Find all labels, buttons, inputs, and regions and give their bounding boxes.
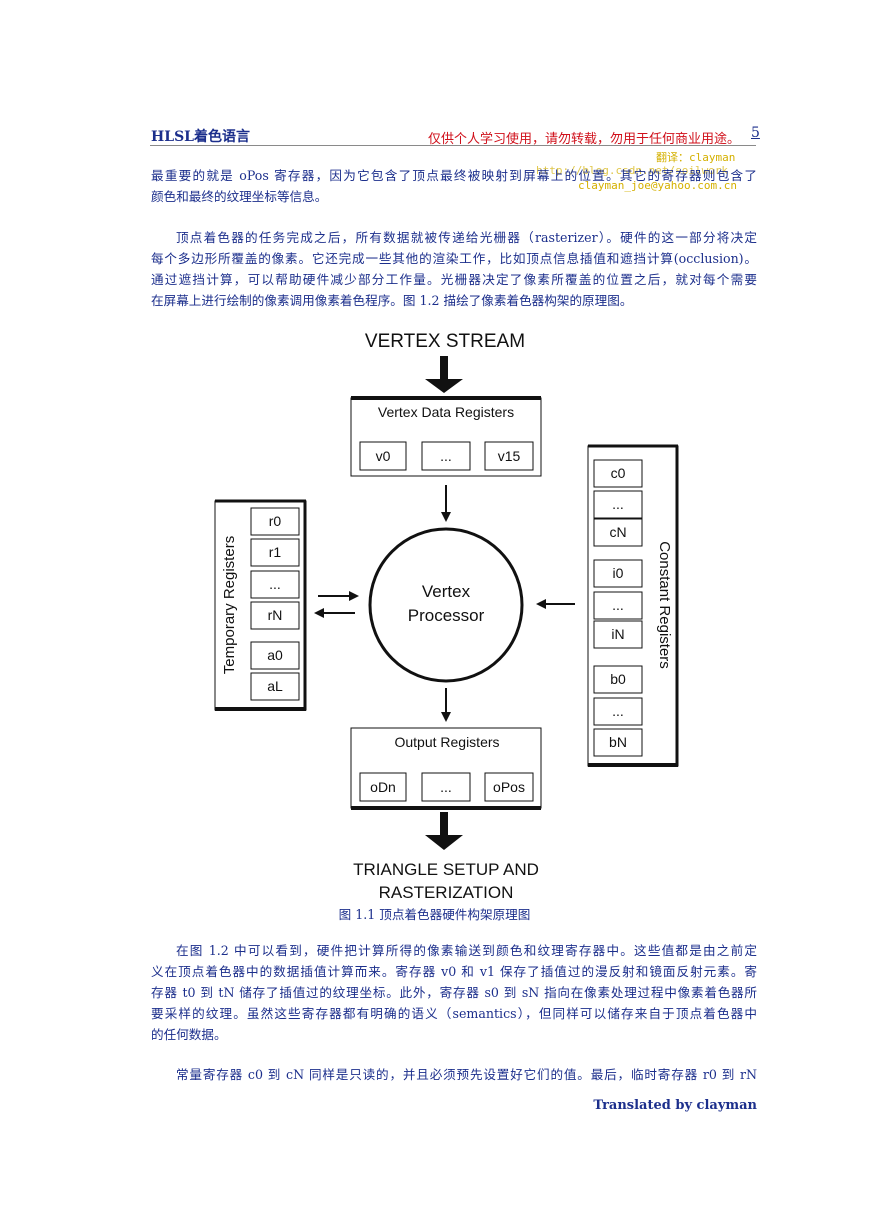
register-cell: cN bbox=[609, 524, 626, 540]
register-cell: v0 bbox=[376, 448, 391, 464]
register-cell: c0 bbox=[611, 465, 626, 481]
register-cell: bN bbox=[609, 734, 627, 750]
register-cell: r0 bbox=[269, 513, 282, 529]
processor-label-line1: Vertex bbox=[422, 582, 471, 601]
paragraph-line: 颜色和最终的纹理坐标等信息。 bbox=[151, 189, 328, 204]
register-cell: ... bbox=[440, 779, 452, 795]
temporary-registers-panel: Temporary Registers r0 r1 ... rN a0 aL bbox=[214, 499, 307, 711]
register-cell: ... bbox=[440, 448, 452, 464]
paragraph-line: 要采样的纹理。虽然这些寄存器都有明确的语义（semantics），但同样可以储存… bbox=[151, 1006, 757, 1021]
vertex-shader-architecture-diagram: VERTEX STREAM Vertex Data Registers v0 .… bbox=[214, 331, 679, 902]
paragraph-4: 常量寄存器 c0 到 cN 同样是只读的，并且必须预先设置好它们的值。最后，临时… bbox=[151, 1064, 757, 1085]
paragraph-line: 在屏幕上进行绘制的像素调用像素着色程序。图 1.2 描绘了像素着色器构架的原理图… bbox=[151, 293, 633, 308]
vertex-data-registers-title: Vertex Data Registers bbox=[378, 404, 514, 420]
document-header-title: HLSL着色语言 bbox=[151, 129, 251, 145]
paragraph-line: 每个多边形所覆盖的像素。它还完成一些其他的渲染工作，比如顶点信息插值和遮挡计算(… bbox=[151, 251, 757, 266]
register-cell: rN bbox=[268, 607, 283, 623]
watermark-translator: 翻译：clayman bbox=[656, 151, 736, 164]
constant-registers-label: Constant Registers bbox=[656, 541, 673, 669]
paragraph-line: 常量寄存器 c0 到 cN 同样是只读的，并且必须预先设置好它们的值。最后，临时… bbox=[176, 1067, 757, 1082]
watermark-blog: http://blog.csdn.net/soilwork bbox=[536, 164, 729, 177]
output-registers-box: Output Registers oDn ... oPos bbox=[350, 727, 542, 810]
rasterization-label: RASTERIZATION bbox=[379, 883, 514, 902]
page-number: 5 bbox=[751, 125, 760, 141]
copyright-notice: 仅供个人学习使用，请勿转载，勿用于任何商业用途。 bbox=[428, 132, 741, 147]
vertex-data-registers-box: Vertex Data Registers v0 ... v15 bbox=[350, 396, 542, 477]
output-registers-title: Output Registers bbox=[394, 734, 499, 750]
register-cell: b0 bbox=[610, 671, 626, 687]
paragraph-line: 的任何数据。 bbox=[151, 1027, 227, 1042]
figure-caption: 图 1.1 顶点着色器硬件构架原理图 bbox=[338, 907, 531, 922]
register-cell: ... bbox=[612, 597, 624, 613]
temporary-registers-label: Temporary Registers bbox=[221, 536, 238, 674]
header-rule bbox=[150, 145, 756, 146]
register-cell: r1 bbox=[269, 544, 282, 560]
paragraph-line: 顶点着色器的任务完成之后，所有数据就被传递给光栅器（rasterizer）。硬件… bbox=[176, 230, 757, 245]
vertex-processor-circle: Vertex Processor bbox=[368, 527, 524, 683]
big-down-arrow bbox=[425, 812, 463, 850]
translator-credit: Translated by clayman bbox=[593, 1098, 757, 1113]
paragraph-line: 通过遮挡计算，可以帮助硬件减少部分工作量。光栅器决定了像素所覆盖的位置之后，就对… bbox=[151, 272, 757, 287]
big-down-arrow bbox=[425, 356, 463, 393]
paragraph-line: 存器 t0 到 tN 储存了插值过的纹理坐标。此外，寄存器 s0 到 sN 指向… bbox=[151, 985, 757, 1000]
register-cell: v15 bbox=[498, 448, 521, 464]
processor-label-line2: Processor bbox=[408, 606, 485, 625]
paragraph-line: 最重要的就是 oPos 寄存器，因为它包含了顶点最终被映射到屏幕上的位置。其它的… bbox=[151, 168, 757, 183]
register-cell: ... bbox=[269, 576, 281, 592]
paragraph-line: 义在顶点着色器中的数据插值计算而来。寄存器 v0 和 v1 保存了插值过的漫反射… bbox=[151, 964, 757, 979]
paragraph-3: 在图 1.2 中可以看到，硬件把计算所得的像素输送到颜色和纹理寄存器中。这些值都… bbox=[151, 940, 757, 1045]
register-cell: i0 bbox=[613, 565, 624, 581]
register-cell: a0 bbox=[267, 647, 283, 663]
paragraph-line: 在图 1.2 中可以看到，硬件把计算所得的像素输送到颜色和纹理寄存器中。这些值都… bbox=[176, 943, 757, 958]
vertex-stream-label: VERTEX STREAM bbox=[365, 331, 525, 352]
triangle-setup-label: TRIANGLE SETUP AND bbox=[353, 860, 539, 879]
register-cell: oDn bbox=[370, 779, 396, 795]
register-cell: oPos bbox=[493, 779, 525, 795]
register-cell: ... bbox=[612, 496, 624, 512]
watermark-email: clayman_joe@yahoo.com.cn bbox=[578, 179, 737, 192]
paragraph-2: 顶点着色器的任务完成之后，所有数据就被传递给光栅器（rasterizer）。硬件… bbox=[151, 227, 757, 311]
paragraph-1: 最重要的就是 oPos 寄存器，因为它包含了顶点最终被映射到屏幕上的位置。其它的… bbox=[151, 165, 757, 207]
register-cell: iN bbox=[611, 626, 624, 642]
constant-registers-panel: Constant Registers c0 ... cN i0 ... iN b… bbox=[587, 444, 679, 767]
register-cell: aL bbox=[267, 678, 283, 694]
register-cell: ... bbox=[612, 703, 624, 719]
